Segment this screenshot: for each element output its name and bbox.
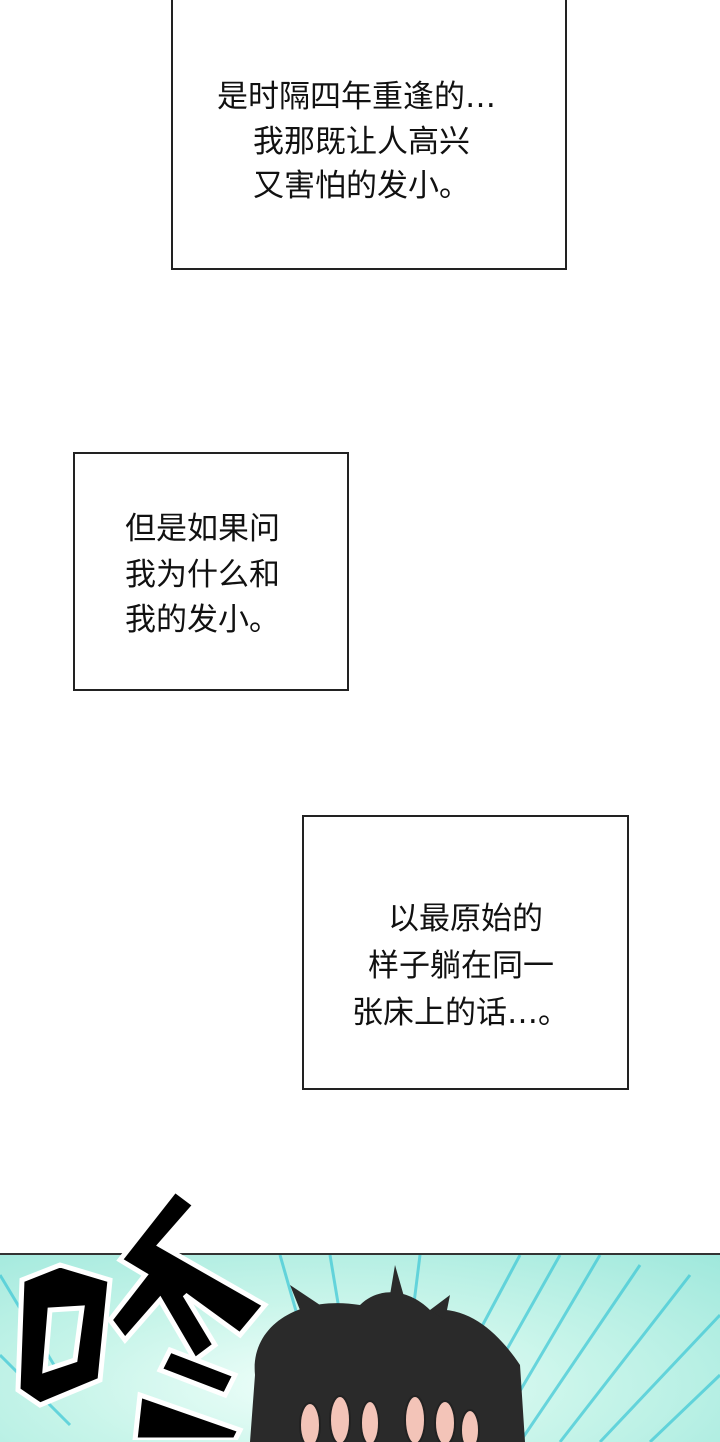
caption-line: 但是如果问 (125, 511, 280, 547)
caption-line: 是时隔四年重逢的… (217, 79, 496, 115)
comic-panel-speed-lines (0, 1253, 720, 1442)
caption-box-3: 以最原始的 样子躺在同一 张床上的话…。 (302, 815, 629, 1090)
caption-box-2: 但是如果问 我为什么和 我的发小。 (73, 452, 349, 691)
caption-line: 又害怕的发小。 (253, 168, 470, 204)
caption-line: 以最原始的 (388, 901, 543, 937)
caption-line: 我为什么和 (125, 557, 280, 593)
caption-line: 样子躺在同一 (368, 948, 554, 984)
caption-line: 我那既让人高兴 (253, 124, 470, 160)
character-hands (299, 1395, 480, 1442)
caption-line: 我的发小。 (125, 602, 280, 638)
character-hair (250, 1265, 525, 1442)
sound-effect-dong (15, 1186, 269, 1440)
caption-box-1: 是时隔四年重逢的… 我那既让人高兴 又害怕的发小。 (171, 0, 567, 270)
caption-line: 张床上的话…。 (352, 995, 569, 1031)
